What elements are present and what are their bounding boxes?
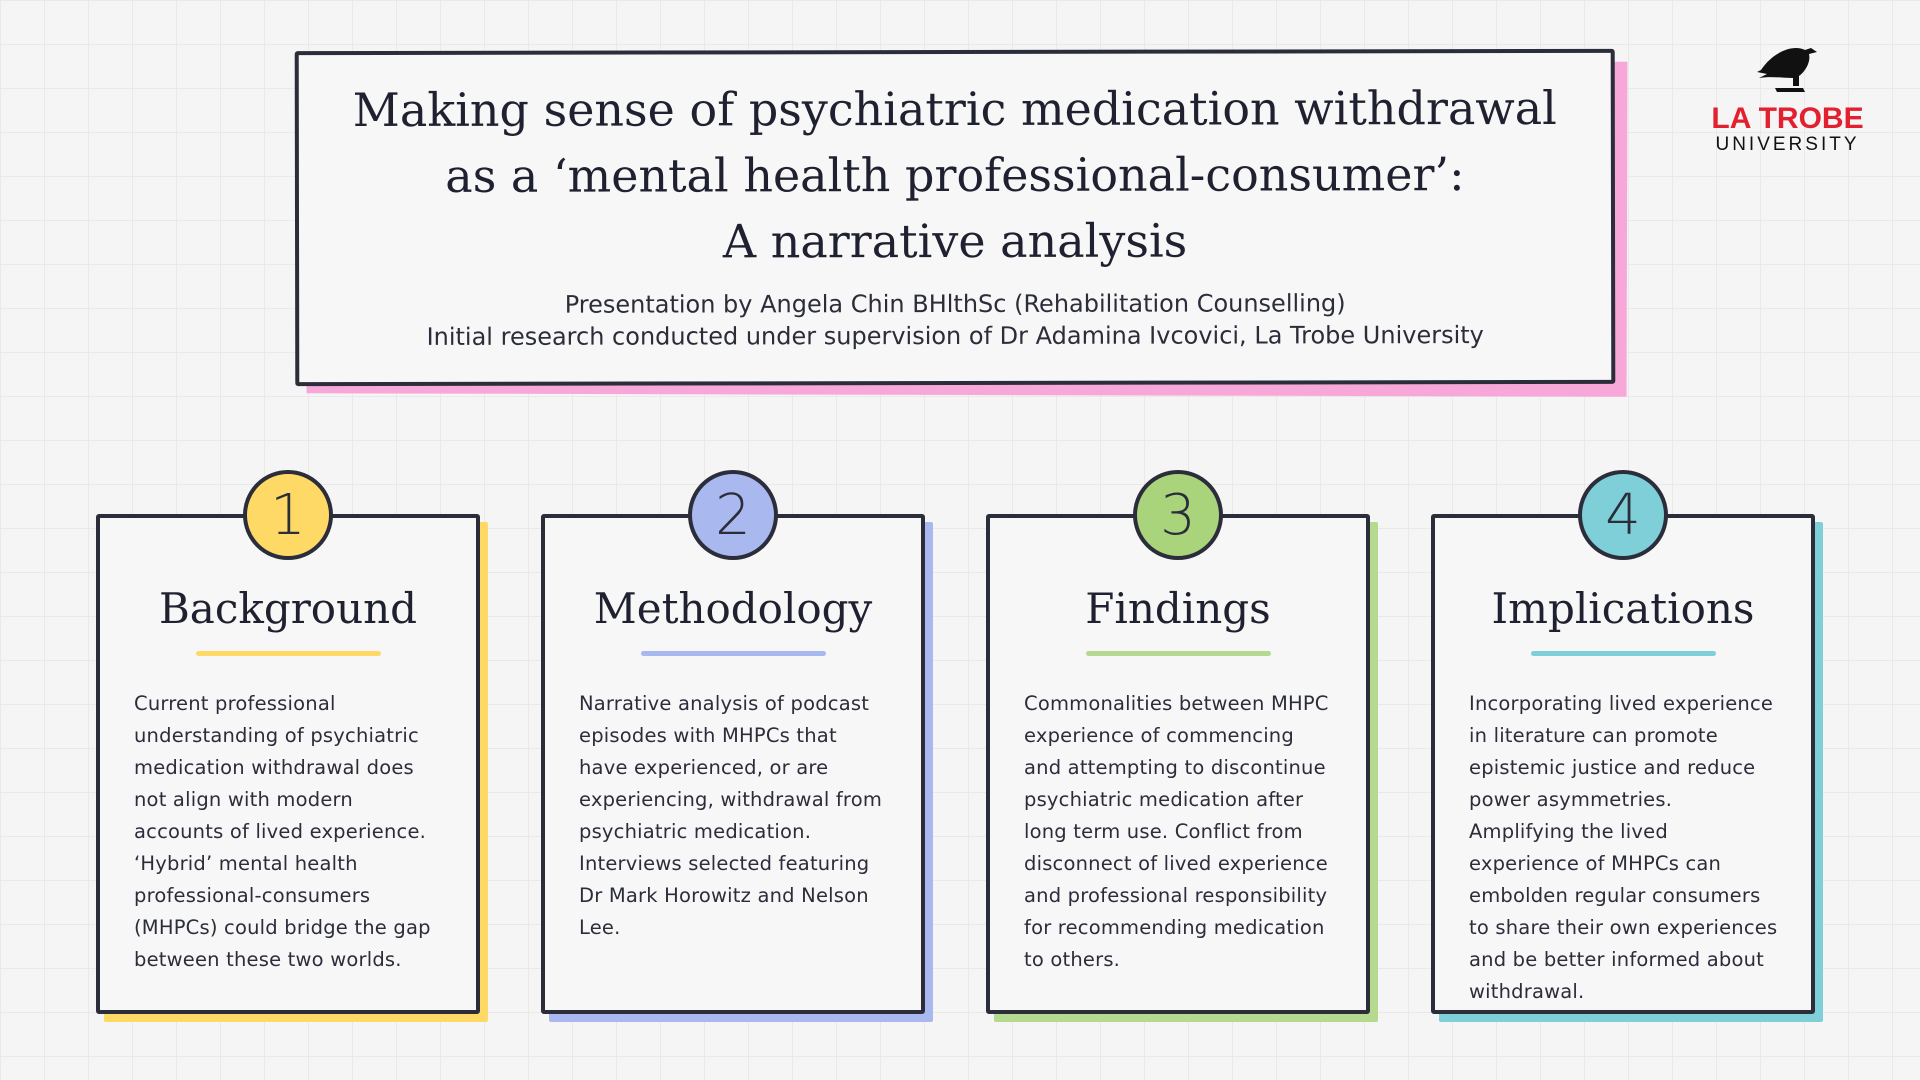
card-methodology: 2 Methodology Narrative analysis of podc… [541, 470, 933, 1022]
card-body: 2 Methodology Narrative analysis of podc… [541, 470, 925, 1014]
card-heading: Background [158, 584, 418, 633]
title-line: Making sense of psychiatric medication w… [352, 80, 1557, 138]
page-title: Making sense of psychiatric medication w… [299, 75, 1611, 275]
card-body: 3 Findings Commonalities between MHPC ex… [986, 470, 1370, 1014]
card-body: 1 Background Current professional unders… [96, 470, 480, 1014]
heading-underline [1085, 651, 1271, 656]
title-box: Making sense of psychiatric medication w… [294, 48, 1616, 387]
number-badge: 4 [1578, 470, 1668, 560]
title-line: A narrative analysis [722, 213, 1188, 269]
card-heading: Implications [1491, 584, 1755, 633]
heading-underline [1530, 651, 1716, 656]
heading-underline [640, 651, 826, 656]
number-badge: 2 [688, 470, 778, 560]
card-text: Narrative analysis of podcast episodes w… [579, 692, 883, 939]
la-trobe-logo: LA TROBE UNIVERSITY [1705, 42, 1870, 156]
card-findings: 3 Findings Commonalities between MHPC ex… [986, 470, 1378, 1022]
eagle-icon [1756, 48, 1817, 92]
number-badge: 3 [1133, 470, 1223, 560]
heading-underline [195, 651, 381, 656]
card-implications: 4 Implications Incorporating lived exper… [1431, 470, 1823, 1022]
supervision-line: Initial research conducted under supervi… [426, 321, 1484, 351]
logo-name: LA TROBE [1711, 102, 1864, 135]
card-text: Current professional understanding of ps… [134, 692, 431, 971]
title-line: as a ‘mental health professional-consume… [445, 147, 1465, 203]
card-heading: Findings [1085, 584, 1271, 633]
card-text: Commonalities between MHPC experience of… [1024, 692, 1329, 971]
subtitle: Presentation by Angela Chin BHlthSc (Reh… [299, 287, 1611, 353]
number-badge: 1 [243, 470, 333, 560]
card-body: 4 Implications Incorporating lived exper… [1431, 470, 1815, 1014]
presenter-line: Presentation by Angela Chin BHlthSc (Reh… [564, 289, 1346, 319]
card-text: Incorporating lived experience in litera… [1469, 692, 1778, 1003]
logo-sub: UNIVERSITY [1715, 134, 1860, 155]
card-heading: Methodology [593, 584, 873, 633]
card-background: 1 Background Current professional unders… [96, 470, 488, 1022]
